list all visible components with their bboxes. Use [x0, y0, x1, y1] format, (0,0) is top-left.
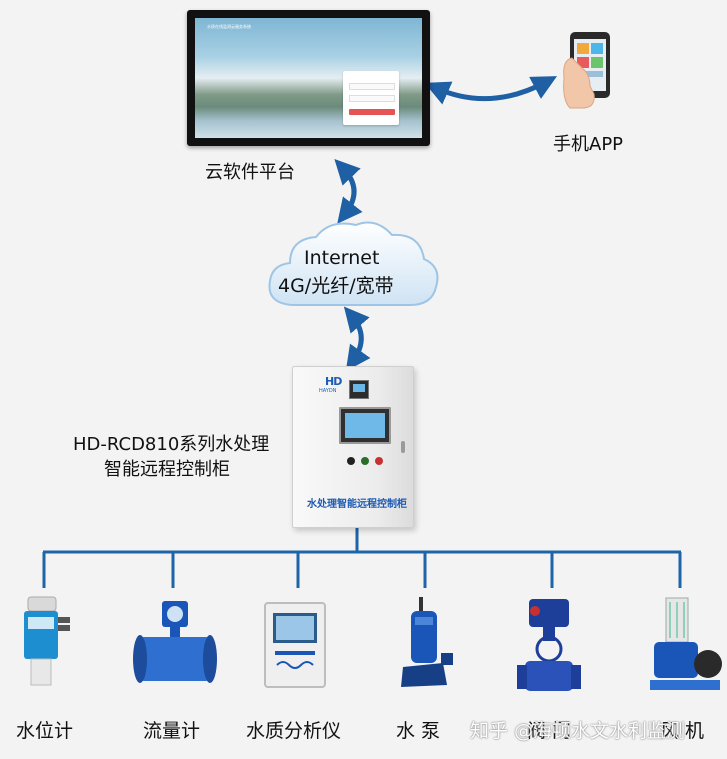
cabinet-touch-screen-display [345, 413, 385, 438]
device-label-valve: 阀 门 [527, 720, 572, 742]
login-panel [343, 71, 399, 125]
electric-valve-icon [517, 599, 581, 691]
mobile-app-label: 手机APP [553, 134, 624, 155]
internet-cloud-icon [268, 221, 439, 306]
monitor-screen: 水质在线监测云服务系统 [195, 18, 422, 138]
device-label-pump: 水 泵 [396, 720, 441, 742]
arrow-cloud-cabinet [343, 306, 371, 372]
water-quality-analyzer-icon [264, 602, 326, 688]
screen-title: 水质在线监测云服务系统 [207, 24, 251, 29]
cabinet-button-red [375, 457, 383, 465]
control-cabinet: HD HAYDN 水处理智能远程控制柜 [292, 366, 414, 528]
ultrasonic-level-meter-icon [24, 596, 70, 686]
device-label-flowmeter: 流量计 [143, 720, 201, 742]
cabinet-meter [349, 380, 369, 399]
electromagnetic-flowmeter-icon [133, 601, 217, 683]
cloud-line-2: 4G/光纤/宽带 [278, 275, 394, 297]
arrow-monitor-phone [424, 76, 558, 105]
roots-blower-icon [650, 597, 722, 690]
cabinet-description: 智能远程控制柜 [104, 459, 230, 480]
watermark: 知乎 @海顿水文水利监测 [470, 720, 686, 742]
login-username-field [349, 83, 395, 90]
cloud-platform-monitor: 水质在线监测云服务系统 [187, 10, 430, 146]
phone-hand-icon [563, 32, 610, 109]
cabinet-knob-black [347, 457, 355, 465]
cabinet-name: HD-RCD810系列水处理 [73, 434, 270, 455]
device-label-level-meter: 水位计 [16, 720, 74, 742]
cabinet-door-handle [401, 441, 405, 453]
cabinet-meter-screen [353, 384, 365, 392]
arrow-monitor-cloud [334, 158, 363, 224]
login-password-field [349, 95, 395, 102]
login-button [349, 109, 395, 115]
cabinet-face-text: 水处理智能远程控制柜 [307, 499, 407, 510]
cabinet-button-green [361, 457, 369, 465]
cloud-line-1: Internet [304, 247, 380, 269]
device-label-water-quality-analyzer: 水质分析仪 [246, 720, 342, 742]
cabinet-touch-screen [339, 407, 391, 444]
cabinet-logo-mark: HD [325, 375, 342, 388]
cloud-platform-label: 云软件平台 [205, 162, 295, 183]
submersible-pump-icon [401, 597, 453, 687]
device-label-blower: 风 机 [660, 720, 705, 742]
cabinet-logo-text: HAYDN [319, 388, 337, 394]
